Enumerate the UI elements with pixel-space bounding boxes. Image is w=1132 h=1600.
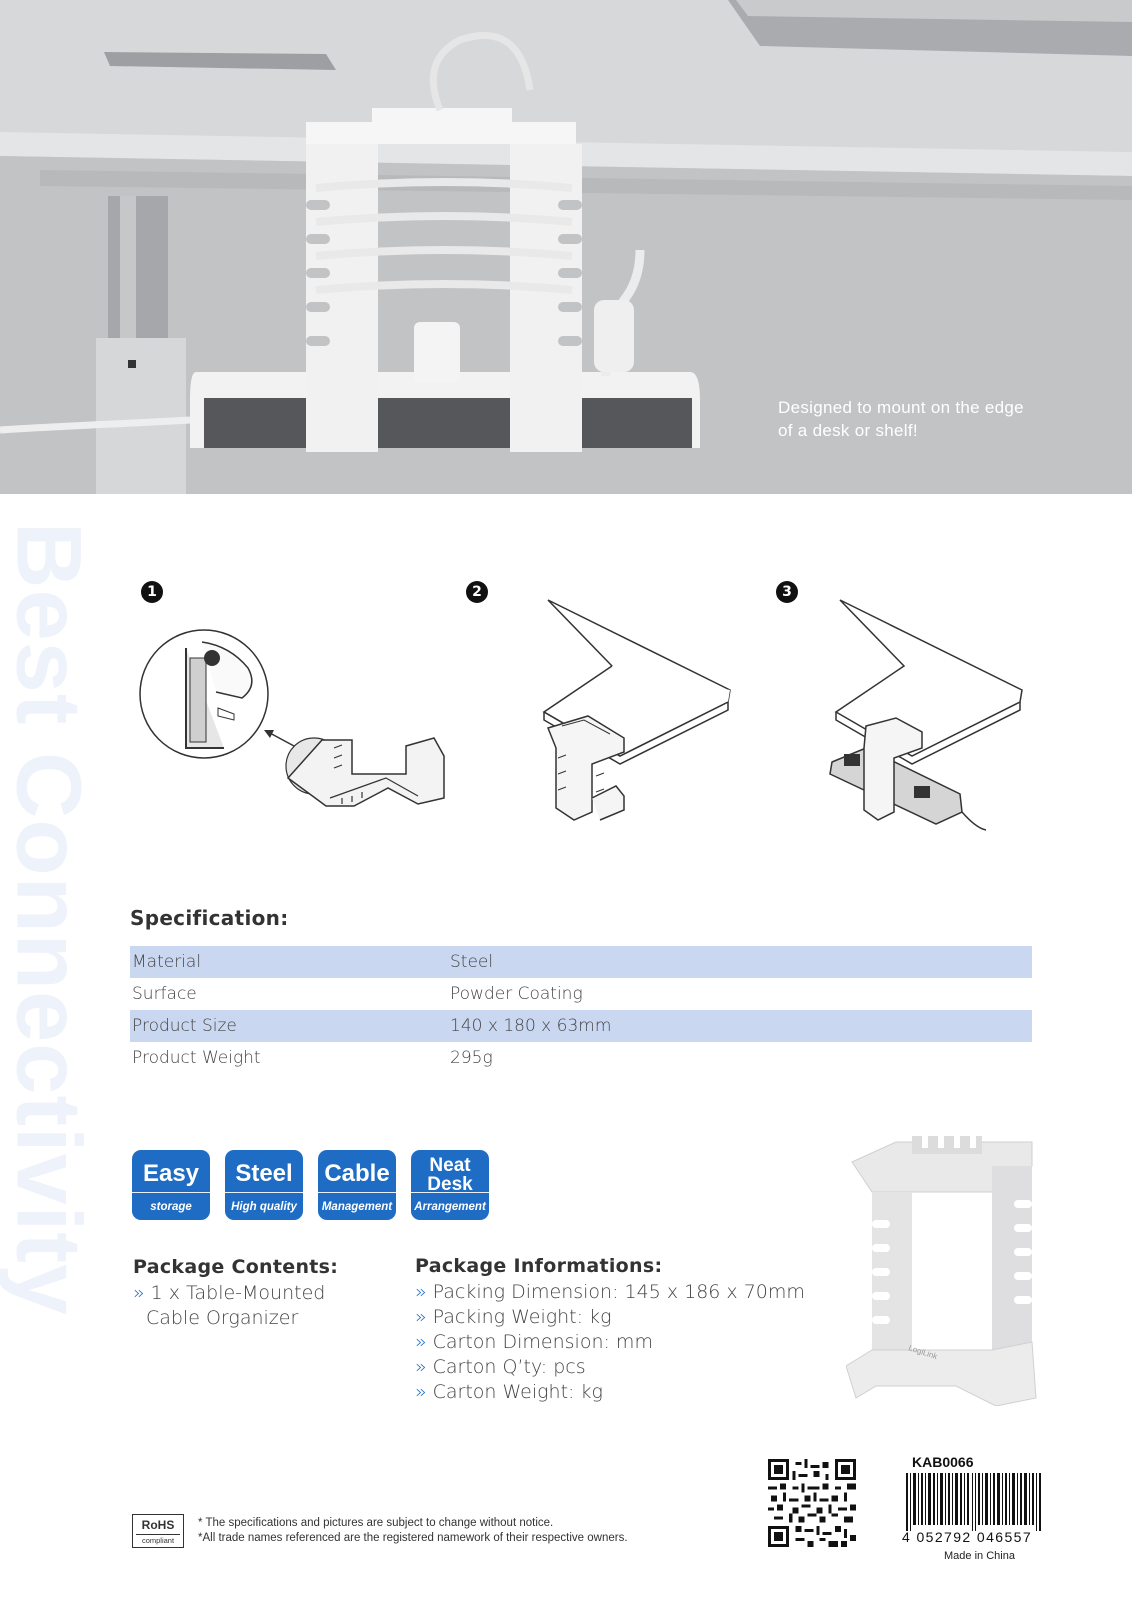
badge-main-text: Cable [324,1160,390,1187]
bullet-icon: » [133,1282,145,1304]
badge-sub-text: Management [321,1201,393,1213]
spec-label: Material [130,946,448,978]
rohs-title: RoHS [141,1518,175,1532]
spec-label: Product Weight [132,1048,261,1068]
step-number-3: 3 [776,581,798,603]
badge-steel-quality: Steel High quality [225,1150,303,1220]
badge-main-text: Steel [235,1160,293,1187]
package-info-title: Package Informations: [415,1255,663,1277]
specification-table: Material Steel Surface Powder Coating Pr… [130,946,1032,1074]
spec-value: 140 x 180 x 63mm [448,1010,1032,1042]
badge-sub-text: High quality [231,1201,297,1213]
hero-caption-line2: of a desk or shelf! [778,421,918,440]
footer-note-1: * The specifications and pictures are su… [198,1517,554,1529]
desk-photo-illustration [0,0,1132,494]
mount-on-desk-illustration [542,599,731,821]
list-item: »Carton Q’ty: pcs [415,1356,586,1378]
spec-label: Product Size [130,1010,448,1042]
badge-cable-management: Cable Management [318,1150,396,1220]
table-row: Product Weight 295g [130,1042,1032,1074]
package-info-list: »Packing Dimension: 145 x 186 x 70mm »Pa… [415,1280,805,1405]
hero-photo: Designed to mount on the edge of a desk … [0,0,1132,494]
barcode-number: 4 052792 046557 [902,1529,1032,1545]
bullet-icon: » [415,1306,427,1328]
list-item: »Carton Dimension: mm [415,1331,653,1353]
rohs-subtitle: compliant [136,1534,180,1545]
footer-note-2: *All trade names referenced are the regi… [198,1532,628,1544]
table-row: Surface Powder Coating [130,978,1032,1010]
product-photo: LogiLink [846,1136,1037,1406]
package-contents-line1: »1 x Table-Mounted [133,1282,326,1304]
badge-easy-storage: Easy storage [132,1150,210,1220]
bullet-icon: » [415,1381,427,1403]
spec-value: Powder Coating [450,984,583,1004]
made-in-label: Made in China [944,1550,1015,1562]
hero-caption-line1: Designed to mount on the edge [778,398,1024,417]
table-row: Product Size 140 x 180 x 63mm [130,1010,1032,1042]
badge-sub-text: Arrangement [414,1201,486,1213]
hand-clip-illustration [139,629,445,807]
bullet-icon: » [415,1356,427,1378]
spec-value: Steel [448,946,1032,978]
step-number-1: 1 [141,581,163,603]
bullet-icon: » [415,1331,427,1353]
badge-main-text: Neat Desk [427,1155,473,1195]
hero-caption: Designed to mount on the edge of a desk … [778,396,1078,442]
badge-sub-text: storage [150,1201,192,1213]
qr-code-icon [768,1459,856,1547]
specification-title: Specification: [130,906,289,930]
badge-main-text: Easy [142,1160,200,1187]
spec-label: Surface [132,984,197,1004]
step-number-2: 2 [466,581,488,603]
watermark-text: Best Connectivity [0,522,100,1316]
list-item: »Packing Dimension: 145 x 186 x 70mm [415,1281,805,1303]
badge-neat-desk: Neat Desk Arrangement [411,1150,489,1220]
list-item: »Carton Weight: kg [415,1381,603,1403]
package-contents-line2: Cable Organizer [146,1307,299,1329]
table-row: Material Steel [130,946,1032,978]
power-strip-mounted-illustration [829,599,1023,831]
spec-value: 295g [450,1048,493,1068]
list-item: »Packing Weight: kg [415,1306,612,1328]
brand-watermark: Best Connectivity [0,522,102,1442]
barcode-icon [906,1473,1041,1531]
package-contents-title: Package Contents: [133,1256,339,1278]
bullet-icon: » [415,1281,427,1303]
product-sku: KAB0066 [912,1454,974,1470]
rohs-compliance-badge: RoHS compliant [132,1514,184,1548]
